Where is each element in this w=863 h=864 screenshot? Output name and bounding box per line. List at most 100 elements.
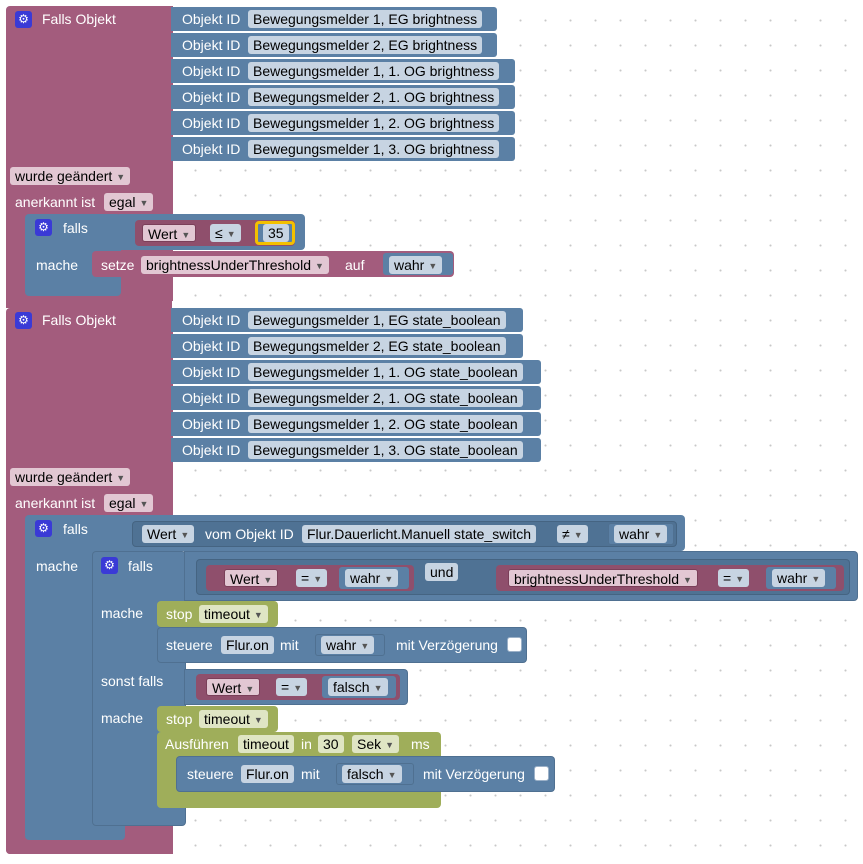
set-variable[interactable]: brightnessUnderThreshold▼ [141, 256, 329, 274]
compare-operator[interactable]: =▼ [276, 678, 308, 696]
delay-label: mit Verzögerung [423, 766, 525, 782]
object-id-field[interactable]: Bewegungsmelder 1, 1. OG state_boolean [248, 363, 523, 381]
bool-value[interactable]: wahr▼ [389, 256, 443, 274]
ack-select[interactable]: egal▼ [104, 193, 154, 211]
object-id-field[interactable]: Flur.Dauerlicht.Manuell state_switch [302, 525, 537, 543]
delay-checkbox[interactable] [507, 637, 522, 652]
object-id-label: Objekt ID [182, 141, 241, 157]
elseif-label: sonst falls [101, 673, 164, 689]
ack-label: anerkannt ist [15, 194, 96, 210]
bool-value[interactable]: wahr▼ [772, 569, 826, 587]
bool-value[interactable]: wahr▼ [614, 525, 668, 543]
object-id-field[interactable]: Bewegungsmelder 1, 3. OG state_boolean [248, 441, 523, 459]
timer-name-field[interactable]: timeout [238, 735, 294, 753]
if-label: falls [63, 521, 88, 537]
target-object-field[interactable]: Flur.on [221, 636, 274, 654]
variable-field[interactable]: brightnessUnderThreshold▼ [508, 569, 698, 587]
gear-icon[interactable]: ⚙ [15, 11, 32, 28]
from-object-label: vom Objekt ID [205, 526, 294, 542]
value-var[interactable]: Wert▼ [224, 569, 279, 587]
delay-label: mit Verzögerung [396, 637, 498, 653]
block-header: Falls Objekt [42, 11, 116, 27]
compare-operator[interactable]: =▼ [296, 569, 328, 587]
trigger-block-2-bottom [6, 840, 172, 854]
object-id-field[interactable]: Bewegungsmelder 1, 3. OG brightness [248, 140, 500, 158]
object-id-field[interactable]: Bewegungsmelder 2, EG brightness [248, 36, 483, 54]
if-block-footer [25, 281, 121, 295]
object-id-label: Objekt ID [182, 37, 241, 53]
exec-label: Ausführen [165, 736, 229, 752]
do-label: mache [101, 710, 144, 726]
object-id-label: Objekt ID [182, 442, 241, 458]
object-id-block[interactable]: Objekt ID Bewegungsmelder 2, EG state_boo… [171, 334, 523, 358]
object-id-block[interactable]: Objekt ID Bewegungsmelder 1, 2. OG state_… [171, 412, 541, 436]
trigger-select[interactable]: wurde geändert▼ [10, 468, 131, 486]
with-label: mit [301, 766, 320, 782]
delay-checkbox[interactable] [534, 766, 549, 781]
do-label: mache [36, 257, 79, 273]
object-id-label: Objekt ID [182, 390, 241, 406]
gear-icon[interactable]: ⚙ [35, 219, 52, 236]
gear-icon[interactable]: ⚙ [101, 557, 118, 574]
object-id-block[interactable]: Objekt ID Bewegungsmelder 1, 3. OG bright… [171, 137, 515, 161]
value-select[interactable]: Wert▼ [142, 525, 195, 543]
object-id-label: Objekt ID [182, 416, 241, 432]
do-label: mache [36, 558, 79, 574]
logic-operator[interactable]: und [425, 563, 459, 581]
block-header: Falls Objekt [42, 312, 116, 328]
trigger-select[interactable]: wurde geändert▼ [10, 167, 131, 185]
to-label: auf [345, 257, 365, 273]
target-object-field[interactable]: Flur.on [241, 765, 294, 783]
object-id-field[interactable]: Bewegungsmelder 2, EG state_boolean [248, 337, 506, 355]
compare-operator[interactable]: ≠▼ [557, 525, 588, 543]
timer-select[interactable]: timeout▼ [199, 605, 268, 623]
if-label: falls [128, 558, 153, 574]
ack-label: anerkannt ist [15, 495, 96, 511]
object-id-field[interactable]: Bewegungsmelder 1, EG state_boolean [248, 311, 506, 329]
bool-value[interactable]: falsch▼ [328, 678, 388, 696]
object-id-block[interactable]: Objekt ID Bewegungsmelder 1, 2. OG bright… [171, 111, 515, 135]
object-id-label: Objekt ID [182, 89, 241, 105]
object-id-block[interactable]: Objekt ID Bewegungsmelder 1, EG brightnes… [171, 7, 497, 31]
bool-value[interactable]: wahr▼ [345, 569, 399, 587]
ack-select[interactable]: egal▼ [104, 494, 154, 512]
object-id-block[interactable]: Objekt ID Bewegungsmelder 1, 3. OG state_… [171, 438, 541, 462]
object-id-label: Objekt ID [182, 11, 241, 27]
gear-icon[interactable]: ⚙ [15, 312, 32, 329]
with-label: mit [280, 637, 299, 653]
object-id-field[interactable]: Bewegungsmelder 1, 2. OG brightness [248, 114, 500, 132]
compare-operator[interactable]: ≤▼ [210, 224, 241, 242]
object-id-block[interactable]: Objekt ID Bewegungsmelder 2, EG brightnes… [171, 33, 497, 57]
stop-label: stop [166, 606, 193, 622]
threshold-number[interactable]: 35 [263, 224, 289, 242]
unit-select[interactable]: Sek▼ [352, 735, 400, 753]
object-id-field[interactable]: Bewegungsmelder 2, 1. OG state_boolean [248, 389, 523, 407]
set-label: setze [101, 257, 135, 273]
gear-icon[interactable]: ⚙ [35, 520, 52, 537]
object-id-field[interactable]: Bewegungsmelder 1, EG brightness [248, 10, 483, 28]
bool-value[interactable]: falsch▼ [342, 765, 402, 783]
object-id-block[interactable]: Objekt ID Bewegungsmelder 1, EG state_boo… [171, 308, 523, 332]
object-id-label: Objekt ID [182, 63, 241, 79]
stop-label: stop [166, 711, 193, 727]
object-id-block[interactable]: Objekt ID Bewegungsmelder 2, 1. OG bright… [171, 85, 515, 109]
bool-value[interactable]: wahr▼ [321, 636, 375, 654]
compare-operator[interactable]: =▼ [718, 569, 750, 587]
object-id-field[interactable]: Bewegungsmelder 2, 1. OG brightness [248, 88, 500, 106]
value-var[interactable]: Wert▼ [206, 678, 261, 696]
if-label: falls [63, 220, 88, 236]
object-id-field[interactable]: Bewegungsmelder 1, 2. OG state_boolean [248, 415, 523, 433]
object-id-block[interactable]: Objekt ID Bewegungsmelder 1, 1. OG bright… [171, 59, 515, 83]
object-id-block[interactable]: Objekt ID Bewegungsmelder 2, 1. OG state_… [171, 386, 541, 410]
object-id-label: Objekt ID [182, 312, 241, 328]
object-id-label: Objekt ID [182, 338, 241, 354]
value-var[interactable]: Wert▼ [142, 224, 197, 242]
object-id-block[interactable]: Objekt ID Bewegungsmelder 1, 1. OG state_… [171, 360, 541, 384]
object-id-field[interactable]: Bewegungsmelder 1, 1. OG brightness [248, 62, 500, 80]
delay-number[interactable]: 30 [318, 735, 344, 753]
do-label: mache [101, 605, 144, 621]
object-id-label: Objekt ID [182, 115, 241, 131]
timer-select[interactable]: timeout▼ [199, 710, 268, 728]
control-label: steuere [187, 766, 234, 782]
object-id-label: Objekt ID [182, 364, 241, 380]
